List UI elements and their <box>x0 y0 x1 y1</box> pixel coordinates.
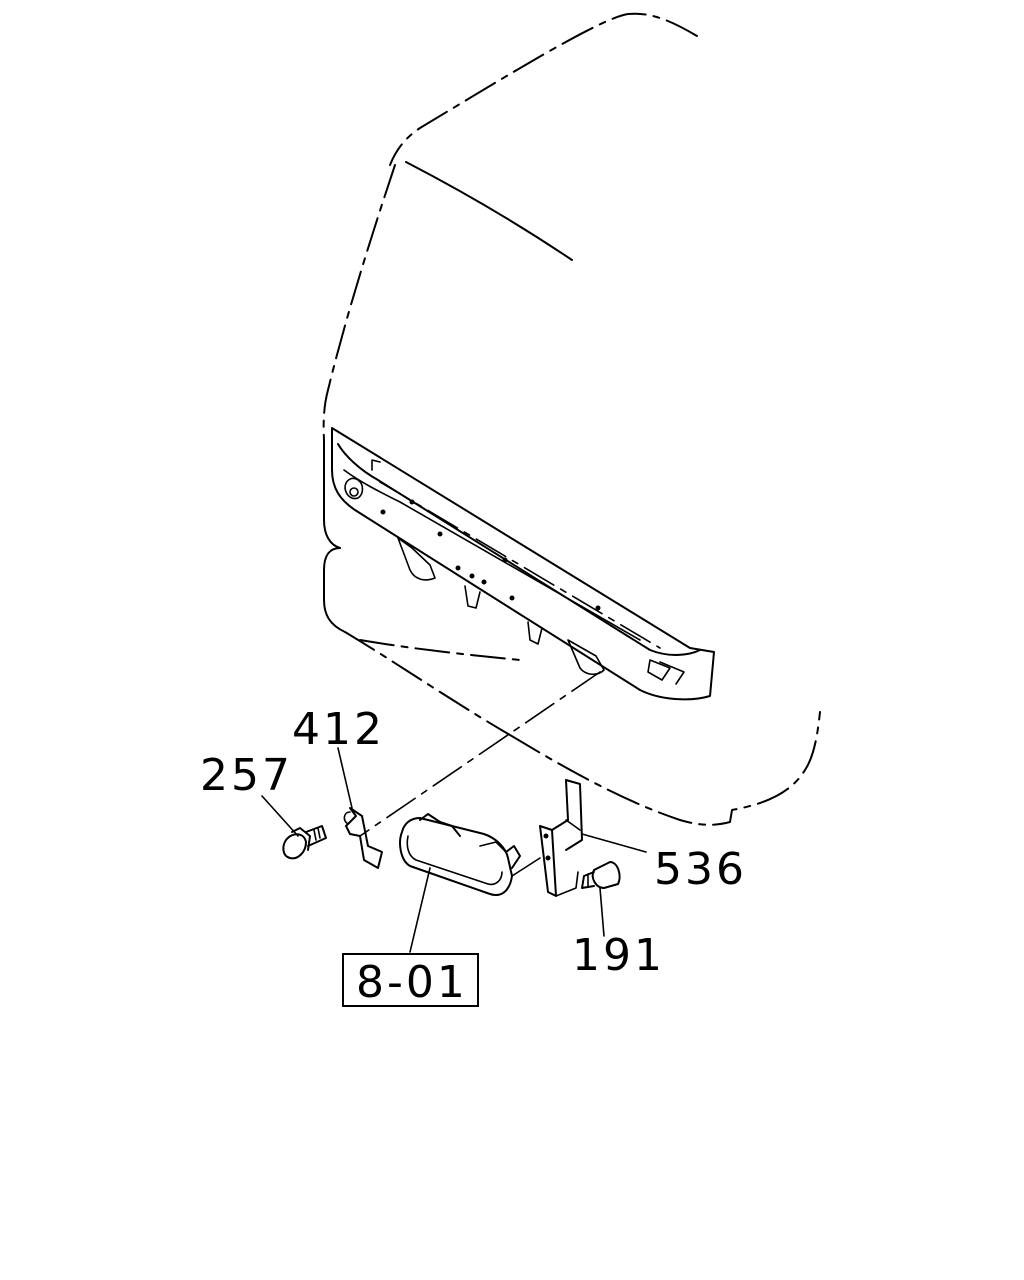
leader-257 <box>261 795 299 837</box>
bumper-bar <box>331 427 715 701</box>
reference-box[interactable]: 8-01 <box>342 953 479 1008</box>
leader-bumper-to-bracket <box>359 671 601 837</box>
lamp-8-01 <box>399 813 541 896</box>
cab-outline <box>322 12 821 826</box>
leader-412 <box>337 747 353 809</box>
bracket-536 <box>539 779 647 897</box>
bolt-257 <box>282 825 327 860</box>
bracket-412 <box>343 807 383 869</box>
label-257: 257 <box>200 750 293 801</box>
leader-8-01 <box>409 867 431 953</box>
label-536: 536 <box>654 844 747 895</box>
label-191: 191 <box>572 930 665 981</box>
bolt-191 <box>581 861 621 937</box>
reference-box-label: 8-01 <box>356 957 468 1008</box>
label-412: 412 <box>292 704 385 755</box>
